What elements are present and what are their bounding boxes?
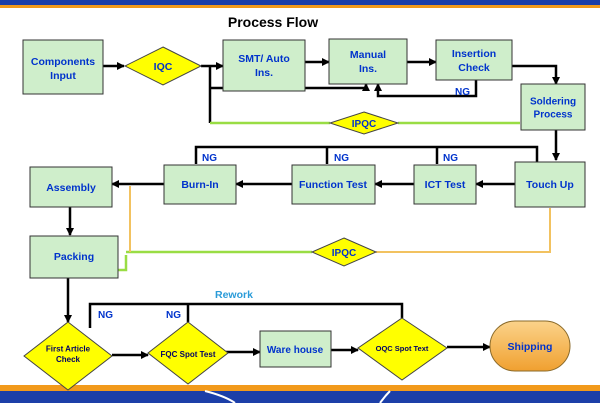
touchup-text: Touch Up [526,179,574,191]
top-orange-band [0,5,600,8]
diamond-fqc [147,321,229,385]
diamond-ipqc-bottom [310,237,378,267]
ipqc-bottom-text: IPQC [332,248,356,259]
burnin-text: Burn-In [181,179,218,191]
bottom-blue-band [0,391,600,403]
box-function-test [291,164,376,205]
feedback-line-touchup [376,208,551,253]
warehouse-text: Ware house [267,345,324,356]
connectors [64,58,560,359]
ng-insertion: NG [455,87,470,98]
box-ict-test [413,164,477,205]
diamond-ipqc-top [328,111,400,135]
process-boxes [22,38,586,372]
box-manual [328,38,408,85]
ng-fac: NG [98,310,113,321]
bottom-swoosh-right [379,390,391,403]
line-ng-rework-bottom [88,302,404,328]
fqc-text: FQC Spot Test [161,350,216,359]
rework-label: Rework [215,289,253,301]
box-burn-in [163,164,237,205]
box-shipping [489,320,571,372]
ict-text: ICT Test [425,179,466,191]
box-components-input [22,39,104,95]
box-packing [29,235,119,279]
decision-diamonds [23,46,448,391]
diamond-iqc [123,46,203,86]
iqc-text: IQC [154,61,173,73]
ipqc-top-text: IPQC [352,119,376,130]
diamond-first-article [23,321,113,391]
ng-fqc: NG [166,310,181,321]
ng-function: NG [334,153,349,164]
box-soldering [520,83,586,131]
page-title: Process Flow [228,14,318,30]
box-warehouse [259,330,332,368]
ipqc-lines [118,121,520,272]
function-text: Function Test [299,179,368,191]
assembly-text: Assembly [46,182,96,194]
arrow-ng-insertion-manual [374,80,478,98]
top-blue-band [0,0,600,5]
shipping-text: Shipping [508,341,553,353]
ng-labels: NG NG NG NG NG NG Rework [98,87,470,321]
box-smt [222,39,306,92]
box-assembly [29,166,113,208]
feedback-lines [129,186,551,253]
box-insertion-check [435,39,513,81]
diamond-oqc [357,317,448,381]
ipqc2-line-packing [118,255,128,272]
arrow-insertion-soldering [512,64,560,85]
ng-burnin: NG [202,153,217,164]
packing-text: Packing [54,251,94,263]
bottom-swoosh-left [204,390,236,403]
bottom-orange-band [0,385,600,391]
line-ng-rework-top [194,145,539,164]
box-touch-up [514,161,586,208]
oqc-text: OQC Spot Text [376,344,429,353]
ng-ict: NG [443,153,458,164]
